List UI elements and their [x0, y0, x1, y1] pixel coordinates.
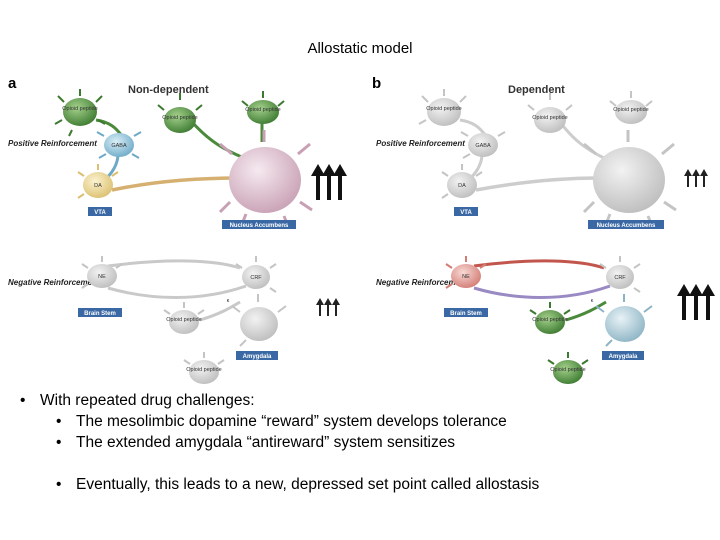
ne-label: NE: [98, 274, 106, 280]
b-nucleus-accumbens-label: Nucleus Accumbens: [597, 223, 656, 229]
opioid-peptide-neuron: Opioid peptide: [54, 89, 106, 137]
nucleus-accumbens-label: Nucleus Accumbens: [230, 223, 289, 229]
nucleus-accumbens-box: [222, 220, 296, 229]
opioid-peptide-neuron-4: Opioid peptide: [163, 302, 205, 334]
brain-stem-box: [78, 308, 122, 317]
opioid-peptide-neuron-3: Opioid peptide: [241, 91, 285, 124]
opioid-to-accumbens-axon: [190, 120, 245, 160]
vta-label: VTA: [94, 210, 106, 216]
ne-to-crf-axon: [107, 259, 241, 270]
b-ne-neuron: NE: [445, 256, 487, 289]
allostatic-model-figure: a Non-dependent Positive Reinforcement N…: [8, 75, 715, 384]
panel-a: a Non-dependent Positive Reinforcement N…: [8, 75, 347, 384]
b-brain-stem-box: [444, 308, 488, 317]
panel-a-letter: a: [8, 75, 17, 92]
panel-a-positive-reinforcement: Positive Reinforcement: [8, 139, 97, 148]
opioid-peptide-neuron-5: Opioid peptide: [183, 352, 225, 384]
b-vta-box: [454, 207, 478, 216]
panel-b-letter: b: [372, 75, 381, 92]
opioid-peptide-label: Opioid peptide: [62, 106, 97, 112]
b-kappa-receptor-label: κ: [591, 298, 594, 304]
b-antireward-strong-arrows: [677, 284, 715, 320]
b-opioid-peptide-neuron: Opioid peptide: [418, 89, 467, 126]
amygdala-box: [236, 351, 278, 360]
da-to-accumbens-axon: [111, 176, 241, 192]
bullet-list: With repeated drug challenges: The mesol…: [20, 390, 710, 495]
panel-b-positive-reinforcement: Positive Reinforcement: [376, 139, 465, 148]
crf-neuron: CRF: [235, 256, 277, 293]
bullet-sub-1: The mesolimbic dopamine “reward” system …: [20, 411, 710, 432]
b-opioid-peptide-neuron-2: Opioid peptide: [527, 93, 573, 133]
opioid-peptide-2-label: Opioid peptide: [162, 115, 197, 121]
b-opioid-peptide-5-label: Opioid peptide: [550, 367, 585, 373]
b-opioid-to-amygdala-axon: [565, 300, 607, 322]
panel-a-negative-reinforcement: Negative Reinforcement: [8, 278, 100, 287]
b-amygdala-label: Amygdala: [609, 354, 638, 360]
da-neuron: DA: [77, 164, 119, 199]
antireward-weak-arrows: [316, 298, 340, 316]
b-gaba-label: GABA: [475, 143, 491, 149]
gaba-neuron: GABA: [96, 131, 142, 159]
brain-stem-label: Brain Stem: [84, 311, 116, 317]
b-opioid-peptide-2-label: Opioid peptide: [532, 115, 567, 121]
panel-b: b Dependent Positive Reinforcement Negat…: [372, 75, 715, 384]
reward-strong-arrows: [311, 164, 347, 200]
b-da-to-accumbens-axon: [475, 176, 601, 192]
b-reward-weak-arrows: [684, 169, 708, 187]
b-crf-neuron: CRF: [599, 256, 641, 293]
opioid-to-amygdala-axon: [199, 300, 241, 322]
b-opioid-peptide-neuron-4: Opioid peptide: [529, 302, 571, 334]
b-opioid-peptide-4-label: Opioid peptide: [532, 317, 567, 323]
amygdala-label: Amygdala: [243, 354, 272, 360]
bullet-sub-3: Eventually, this leads to a new, depress…: [20, 474, 710, 495]
b-ne-label: NE: [462, 274, 470, 280]
b-opioid-peptide-neuron-5: Opioid peptide: [547, 352, 589, 384]
kappa-receptor-label: κ: [227, 298, 230, 304]
b-brain-stem-label: Brain Stem: [450, 311, 482, 317]
b-nucleus-accumbens-neuron: [582, 130, 677, 227]
b-da-label: DA: [458, 183, 466, 189]
b-ne-to-crf-axon: [473, 259, 605, 270]
b-opioid-to-accumbens-axon: [558, 121, 605, 160]
b-amygdala-neuron: [595, 294, 653, 347]
b-crf-label: CRF: [614, 275, 626, 281]
crf-to-ne-axon: [107, 284, 247, 299]
b-gaba-neuron: GABA: [460, 131, 506, 159]
b-opioid-peptide-neuron-3: Opioid peptide: [609, 91, 653, 124]
crf-label: CRF: [250, 275, 262, 281]
b-vta-label: VTA: [460, 210, 472, 216]
b-opioid-peptide-label: Opioid peptide: [426, 106, 461, 112]
gaba-label: GABA: [111, 143, 127, 149]
da-label: DA: [94, 183, 102, 189]
b-amygdala-box: [602, 351, 644, 360]
nucleus-accumbens-neuron: [218, 130, 313, 227]
bullet-main: With repeated drug challenges:: [20, 390, 710, 411]
b-nucleus-accumbens-box: [588, 220, 664, 229]
opioid-peptide-4-label: Opioid peptide: [166, 317, 201, 323]
b-crf-to-ne-axon: [473, 284, 611, 299]
panel-b-negative-reinforcement: Negative Reinforcement: [376, 278, 468, 287]
b-opioid-peptide-3-label: Opioid peptide: [613, 107, 648, 113]
panel-b-title: Dependent: [508, 84, 565, 96]
panel-a-title: Non-dependent: [128, 84, 209, 96]
vta-box: [88, 207, 112, 216]
opioid-peptide-neuron-2: Opioid peptide: [157, 93, 203, 133]
opioid-peptide-5-label: Opioid peptide: [186, 367, 221, 373]
ne-neuron: NE: [81, 256, 123, 289]
bullet-sub-2: The extended amygdala “antireward” syste…: [20, 432, 710, 453]
b-da-neuron: DA: [441, 164, 483, 199]
amygdala-neuron: [231, 294, 287, 347]
page-title: Allostatic model: [307, 40, 413, 57]
opioid-peptide-3-label: Opioid peptide: [245, 107, 280, 113]
